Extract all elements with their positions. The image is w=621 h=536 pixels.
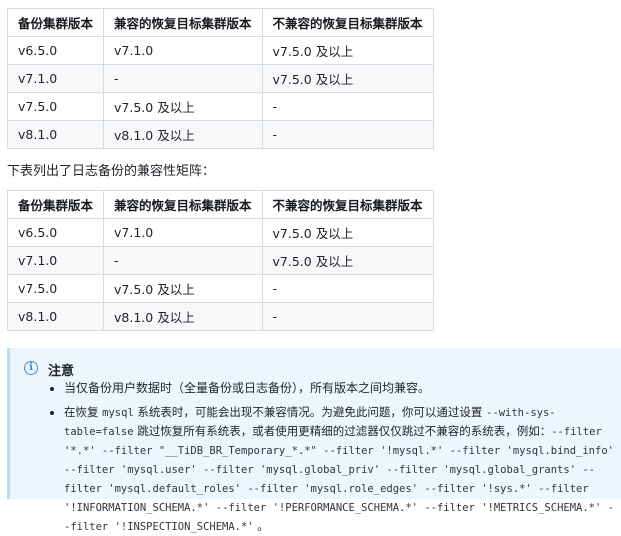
- table-cell: v8.1.0 及以上: [103, 120, 263, 149]
- table-cell: -: [103, 64, 263, 93]
- note-item: 当仅备份用户数据时（全量备份或日志备份），所有版本之间均兼容。: [64, 379, 616, 397]
- table-row: v7.5.0 v7.5.0 及以上 -: [6, 92, 434, 121]
- column-header: 备份集群版本: [6, 190, 105, 219]
- code-inline: mysql: [102, 407, 134, 419]
- table-row: v7.1.0 - v7.5.0 及以上: [6, 246, 434, 275]
- filter-code: --filter '*.*' --filter "__TiDB_BR_Tempo…: [64, 426, 614, 533]
- note-item: 在恢复 mysql 系统表时，可能会出现不兼容情况。为避免此问题，你可以通过设置…: [64, 403, 616, 536]
- log-backup-intro-text: 下表列出了日志备份的兼容性矩阵：: [7, 164, 216, 179]
- table-cell: v7.1.0: [103, 36, 263, 65]
- table-row: v7.1.0 - v7.5.0 及以上: [6, 64, 434, 93]
- column-header: 不兼容的恢复目标集群版本: [261, 190, 434, 219]
- table-cell: -: [261, 302, 434, 331]
- note-text: 在恢复: [64, 405, 103, 419]
- code-inline: --with-sys-table=false: [64, 407, 556, 438]
- table-header-row: 备份集群版本 兼容的恢复目标集群版本 不兼容的恢复目标集群版本: [6, 190, 434, 219]
- column-header: 不兼容的恢复目标集群版本: [261, 8, 434, 37]
- table-row: v8.1.0 v8.1.0 及以上 -: [6, 302, 434, 331]
- table-cell: v6.5.0: [6, 36, 105, 65]
- note-text: 跳过: [133, 424, 161, 438]
- log-backup-compat-table: 备份集群版本 兼容的恢复目标集群版本 不兼容的恢复目标集群版本 v6.5.0 v…: [6, 190, 434, 331]
- table-cell: v7.5.0: [6, 274, 105, 303]
- note-item-text: 当仅备份用户数据时（全量备份或日志备份），所有版本之间均兼容。: [64, 381, 431, 395]
- table-cell: v7.1.0: [6, 246, 105, 275]
- note-text: 恢复所有系统表，或者使用更精细的过滤器仅仅跳过不兼容的系统表，例如：: [160, 424, 552, 438]
- table-cell: v7.5.0 及以上: [103, 274, 263, 303]
- column-header: 备份集群版本: [6, 8, 105, 37]
- table-cell: -: [103, 246, 263, 275]
- info-icon: i: [24, 361, 38, 375]
- table-cell: v7.5.0 及以上: [103, 92, 263, 121]
- table-cell: v7.1.0: [103, 218, 263, 247]
- note-text: 系统表时，可能会出现不兼容情况。为避免此问题，你可以通过设置: [133, 405, 487, 419]
- column-header: 兼容的恢复目标集群版本: [103, 190, 263, 219]
- table-cell: v8.1.0: [6, 120, 105, 149]
- table-header-row: 备份集群版本 兼容的恢复目标集群版本 不兼容的恢复目标集群版本: [6, 8, 434, 37]
- table-row: v7.5.0 v7.5.0 及以上 -: [6, 274, 434, 303]
- table-cell: v7.5.0 及以上: [261, 64, 434, 93]
- table-row: v8.1.0 v8.1.0 及以上 -: [6, 120, 434, 149]
- note-text: 。: [253, 519, 269, 533]
- table-cell: v7.1.0: [6, 64, 105, 93]
- table-cell: v7.5.0: [6, 92, 105, 121]
- table-cell: v7.5.0 及以上: [261, 246, 434, 275]
- table-cell: -: [261, 274, 434, 303]
- backup-compat-table: 备份集群版本 兼容的恢复目标集群版本 不兼容的恢复目标集群版本 v6.5.0 v…: [6, 8, 434, 149]
- table-row: v6.5.0 v7.1.0 v7.5.0 及以上: [6, 218, 434, 247]
- table-cell: v8.1.0: [6, 302, 105, 331]
- table-cell: v7.5.0 及以上: [261, 218, 434, 247]
- table-row: v6.5.0 v7.1.0 v7.5.0 及以上: [6, 36, 434, 65]
- table-cell: v8.1.0 及以上: [103, 302, 263, 331]
- note-callout: i 注意 当仅备份用户数据时（全量备份或日志备份），所有版本之间均兼容。 在恢复…: [7, 348, 621, 533]
- note-list: 当仅备份用户数据时（全量备份或日志备份），所有版本之间均兼容。 在恢复 mysq…: [48, 376, 616, 536]
- note-title: 注意: [48, 364, 75, 379]
- table-cell: v7.5.0 及以上: [261, 36, 434, 65]
- table-cell: -: [261, 120, 434, 149]
- column-header: 兼容的恢复目标集群版本: [103, 8, 263, 37]
- table-cell: v6.5.0: [6, 218, 105, 247]
- table-cell: -: [261, 92, 434, 121]
